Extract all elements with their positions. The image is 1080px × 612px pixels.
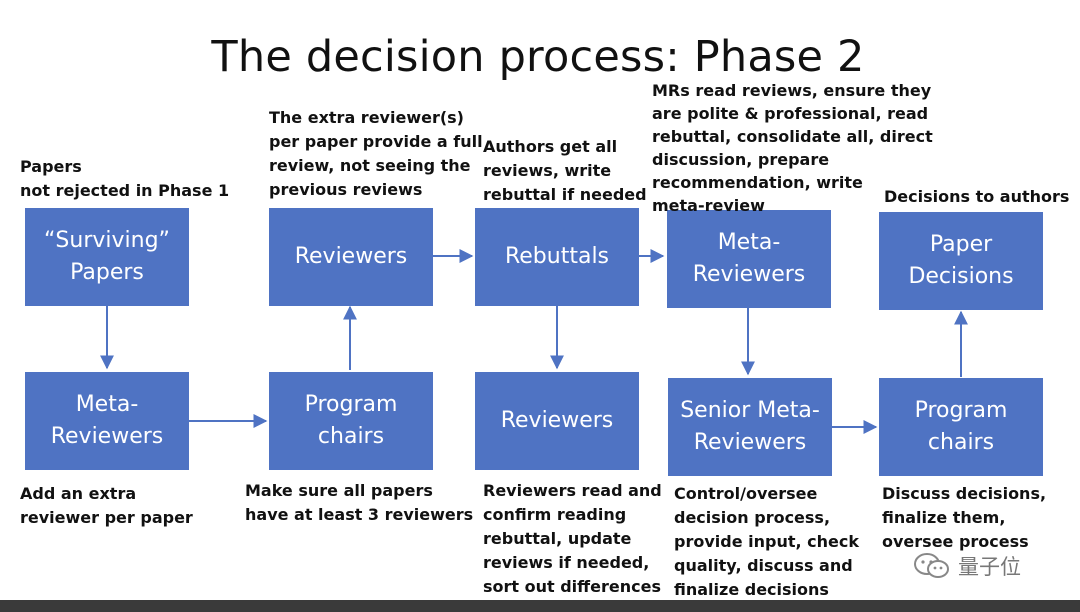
program-chairs-final-box: Program chairs [879,378,1043,476]
rebuttals-box: Rebuttals [475,208,639,306]
reviewers-after-rebuttal-box: Reviewers [475,372,639,470]
meta-reviewers-box: Meta- Reviewers [25,372,189,470]
program-chairs-label: Program chairs [304,392,398,449]
note-extra-reviewer-full-review: The extra reviewer(s) per paper provide … [269,108,483,199]
senior-meta-reviewers-label: Senior Meta- Reviewers [680,398,820,455]
slide-title: The decision process: Phase 2 [211,32,865,82]
note-authors-rebuttal: Authors get all reviews, write rebuttal … [483,137,647,204]
reviewers-label: Reviewers [294,244,408,269]
program-chairs-final-label: Program chairs [914,398,1008,455]
meta-reviewers-label: Meta- Reviewers [50,392,164,449]
note-add-extra-reviewer: Add an extra reviewer per paper [20,484,193,527]
watermark: 量子位 [912,550,1062,582]
watermark-text: 量子位 [958,555,1021,579]
senior-meta-reviewers-box: Senior Meta- Reviewers [668,378,832,476]
note-reviewers-read-rebuttal: Reviewers read and confirm reading rebut… [483,481,662,596]
rebuttals-label: Rebuttals [504,244,610,269]
note-discuss-decisions: Discuss decisions, finalize them, overse… [882,484,1047,551]
note-papers-not-rejected: Papers not rejected in Phase 1 [20,157,230,200]
note-decisions-to-authors: Decisions to authors [884,187,1070,206]
program-chairs-box: Program chairs [269,372,433,470]
paper-decisions-label: Paper Decisions [908,232,1014,289]
meta-reviewers-phase2-box: Meta- Reviewers [667,210,831,308]
reviewers-after-rebuttal-label: Reviewers [500,408,614,433]
surviving-papers-label: “Surviving” Papers [44,228,170,285]
note-at-least-3-reviewers: Make sure all papers have at least 3 rev… [245,481,474,524]
bottom-bar [0,600,1080,612]
note-control-oversee: Control/oversee decision process, provid… [674,484,859,599]
wechat-icon [914,553,949,578]
reviewers-box: Reviewers [269,208,433,306]
note-mrs-read-reviews: MRs read reviews, ensure they are polite… [652,81,933,215]
surviving-papers-box: “Surviving” Papers [25,208,189,306]
paper-decisions-box: Paper Decisions [879,212,1043,310]
meta-reviewers-phase2-label: Meta- Reviewers [692,230,806,287]
